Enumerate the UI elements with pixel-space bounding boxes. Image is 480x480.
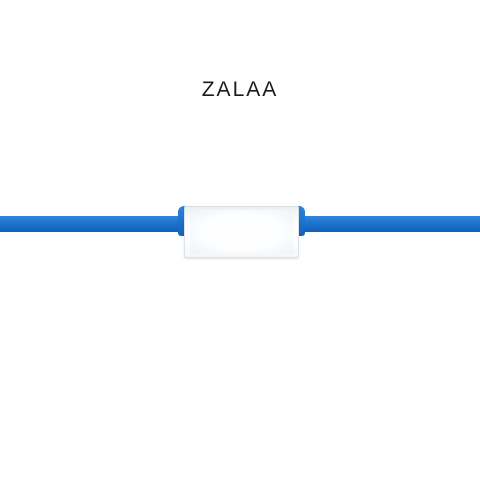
brand-logo: ZALAA (201, 78, 279, 101)
light-diffuser (190, 210, 293, 254)
